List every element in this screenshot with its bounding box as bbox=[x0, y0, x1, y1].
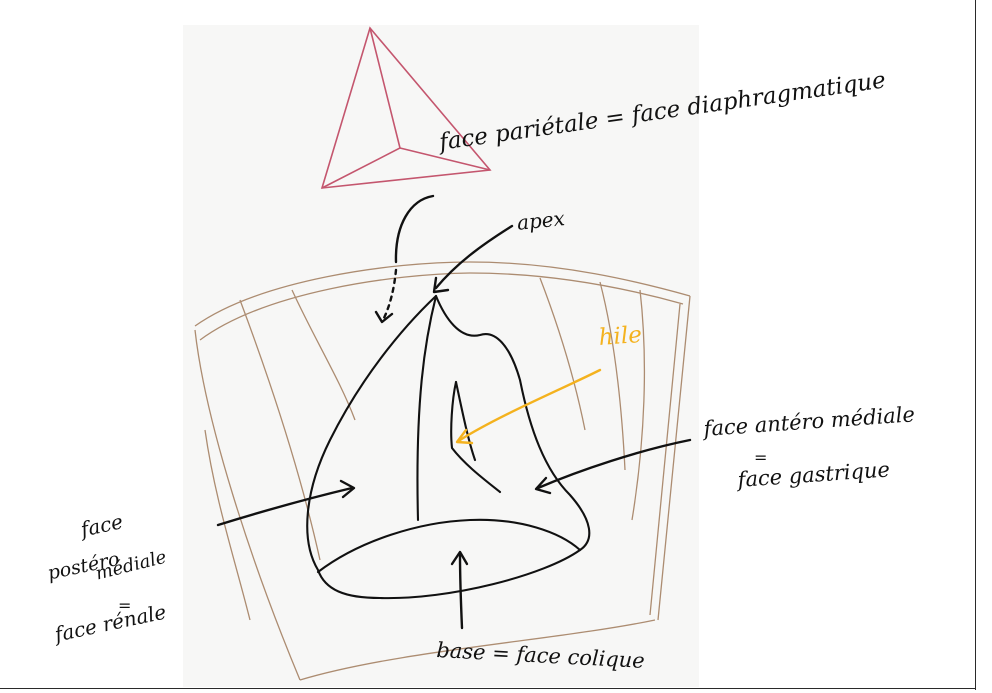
paper-sheet bbox=[183, 25, 699, 687]
peritoneal-fold-sketch bbox=[194, 261, 691, 681]
tetrahedron-sketch bbox=[320, 26, 492, 189]
label-equals-gastric: = bbox=[754, 448, 768, 467]
label-equals-renal: = bbox=[118, 596, 132, 615]
spleen-outline bbox=[306, 294, 591, 600]
hile-arrow bbox=[455, 368, 602, 445]
frame-border-bottom bbox=[0, 688, 976, 689]
frame-border-right bbox=[975, 0, 976, 690]
label-apex: apex bbox=[515, 206, 566, 235]
label-arrows bbox=[216, 194, 692, 630]
label-hile: hile bbox=[597, 321, 643, 351]
